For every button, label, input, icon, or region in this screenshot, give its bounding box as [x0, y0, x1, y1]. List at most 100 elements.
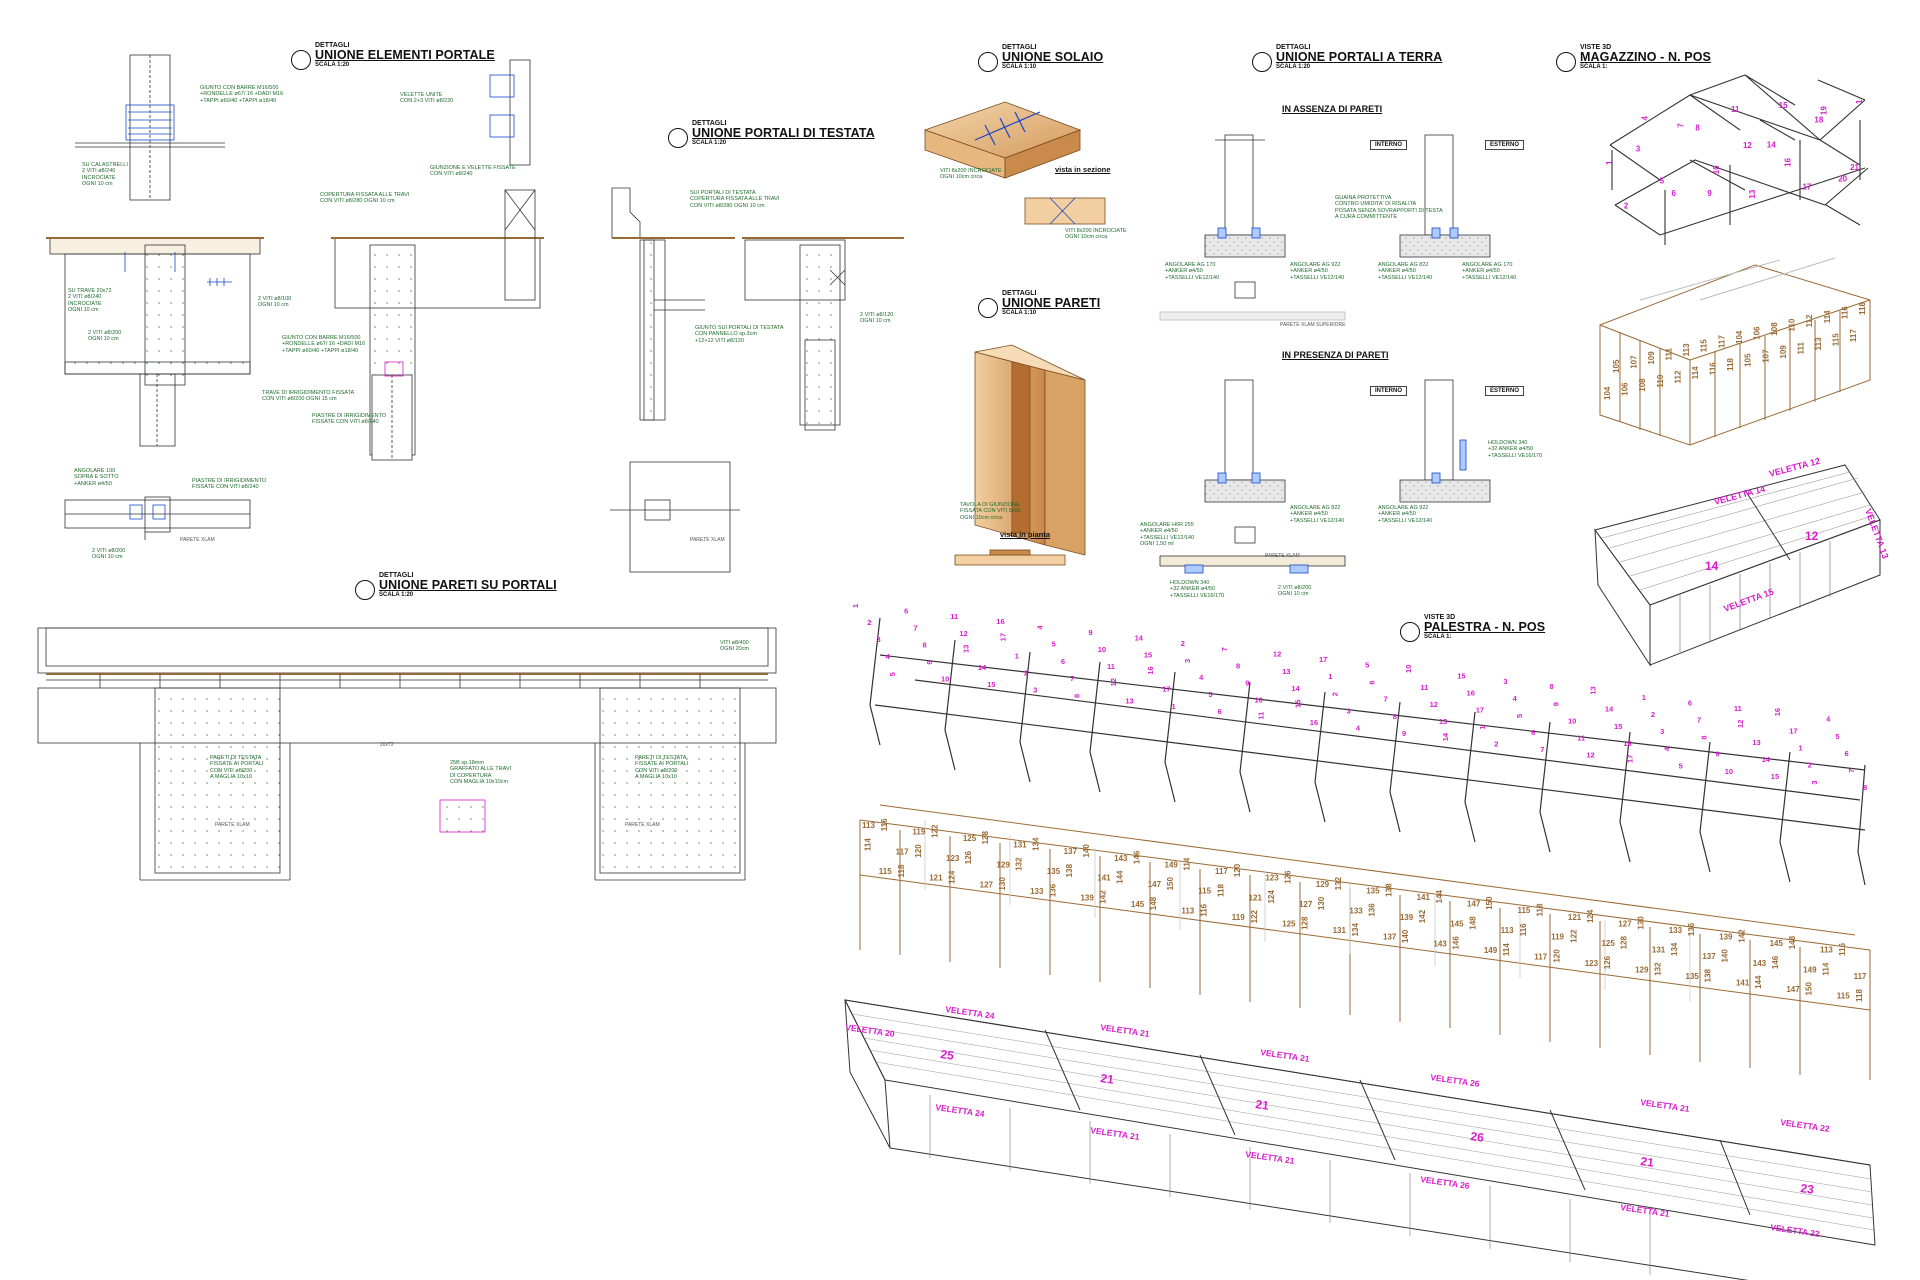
- title-text: PALESTRA - N. POS: [1424, 620, 1546, 635]
- pos-number: 120: [914, 844, 923, 858]
- pos-number: 150: [1805, 982, 1814, 996]
- pos-number: 117: [1534, 952, 1547, 961]
- pos-number: VELETTA 26: [1430, 1072, 1481, 1089]
- pos-number: 11: [1257, 712, 1266, 720]
- pos-number: 124: [1267, 890, 1276, 904]
- pos-number: 3: [1660, 727, 1664, 736]
- pos-number: 2: [1330, 692, 1339, 696]
- pos-number: 128: [981, 830, 990, 844]
- pos-number: 124: [1586, 909, 1595, 923]
- pos-number: 137: [1383, 933, 1397, 942]
- label-parete-xlam: PARETE XLAM: [1265, 553, 1300, 559]
- pos-number: 1: [1642, 693, 1646, 702]
- pos-number: 116: [1838, 942, 1847, 955]
- pos-number: 12: [1743, 141, 1752, 150]
- pos-number: 10: [1712, 165, 1721, 174]
- pos-number: 132: [1015, 857, 1024, 871]
- pos-number: 5: [1679, 761, 1683, 770]
- pos-number: 139: [1080, 893, 1094, 902]
- pos-number: 19: [1819, 106, 1828, 115]
- pos-number: 114: [1823, 310, 1832, 323]
- label-esterno: ESTERNO: [1485, 140, 1525, 150]
- pos-number: 119: [912, 828, 925, 837]
- pos-number: 121: [1568, 913, 1582, 922]
- pos-number: 21: [1255, 1097, 1270, 1113]
- pos-number: 17: [1789, 726, 1797, 735]
- pos-number: 112: [1673, 370, 1682, 383]
- pos-number: 149: [1484, 946, 1498, 955]
- pos-number: 133: [1349, 906, 1363, 915]
- pos-number: 109: [1647, 351, 1656, 365]
- pos-number: 8: [1695, 124, 1700, 133]
- pos-number: VELETTA 24: [935, 1102, 986, 1119]
- label-parete-xlam: PARETE XLAM: [625, 822, 660, 828]
- pos-number: VELETTA 21: [1260, 1047, 1311, 1064]
- pos-number: 8: [1550, 682, 1554, 691]
- note: ANGOLARE AG 170 +ANKER ø4/50 +TASSELLI V…: [1165, 262, 1220, 281]
- title-text: UNIONE ELEMENTI PORTALE: [315, 48, 495, 63]
- pos-number: 4: [1035, 625, 1044, 630]
- note: PARETI DI TESTATA FISSATE AI PORTALI CON…: [210, 755, 264, 780]
- note: GIUNZIONE E VELETTE FISSATE CON VITI ø8/…: [430, 165, 516, 178]
- title-scale: SCALA 1:20: [315, 62, 350, 69]
- title-kicker: DETTAGLI: [692, 120, 727, 127]
- pos-number: 7: [1384, 695, 1388, 704]
- pos-number: 146: [1452, 936, 1461, 950]
- pos-number: 2: [1624, 202, 1629, 211]
- pos-number: 126: [1603, 955, 1612, 969]
- note: PIASTRE DI IRRIGIDIMENTO FISSATE CON VIT…: [192, 478, 267, 491]
- pos-number: 113: [1820, 946, 1833, 955]
- pos-number: 136: [1368, 903, 1377, 917]
- pos-number: 147: [1467, 900, 1481, 909]
- title-kicker: DETTAGLI: [315, 42, 350, 49]
- pos-number: 144: [1754, 975, 1763, 989]
- pos-number: 9: [1707, 189, 1712, 198]
- pos-number: 1: [1328, 672, 1332, 681]
- pos-number: 2: [1808, 761, 1812, 770]
- palestra-frame-3d: [869, 617, 1866, 886]
- pos-number: 13: [1589, 686, 1598, 694]
- pos-number: 3: [1636, 145, 1641, 154]
- pos-number: 1: [1171, 702, 1175, 711]
- pos-number: 143: [1433, 939, 1447, 948]
- pos-number: 127: [1618, 919, 1632, 928]
- pos-number: 146: [1132, 850, 1141, 864]
- pos-number: 111: [1796, 341, 1805, 354]
- title-block-terra: DETTAGLI UNIONE PORTALI A TERRA SCALA 1:…: [1276, 44, 1442, 71]
- pos-number: 15: [987, 680, 995, 689]
- note: VITI ø8/400 OGNI 20cm: [720, 640, 750, 653]
- pos-number: 149: [1165, 860, 1179, 869]
- note: SU CALASTRELLI 2 VITI ø8/240 INCROCIATE …: [82, 162, 128, 187]
- pos-number: 1: [1855, 99, 1864, 104]
- pos-number: 117: [1717, 335, 1726, 348]
- pos-number: 4: [1356, 723, 1361, 732]
- detail-unione-elementi-portale: [46, 54, 544, 540]
- pos-number: 122: [1250, 909, 1259, 923]
- title-scale: SCALA 1:10: [1002, 64, 1037, 71]
- pos-number: 11: [1734, 704, 1742, 713]
- pos-number: 4: [1199, 673, 1204, 682]
- title-kicker: DETTAGLI: [379, 572, 414, 579]
- pos-number: 21: [1850, 163, 1859, 172]
- pos-number: 10: [1404, 665, 1413, 673]
- pos-number: 136: [1048, 883, 1057, 897]
- pos-number: 125: [963, 834, 977, 843]
- title-scale: SCALA 1:20: [692, 140, 727, 147]
- pos-number: 13: [1439, 717, 1447, 726]
- pos-number: 4: [1513, 694, 1518, 703]
- pos-number: VELETTA 15: [1722, 587, 1775, 614]
- pos-number: 125: [1601, 939, 1615, 948]
- pos-number: VELETTA 12: [1768, 456, 1821, 479]
- pos-number: 7: [1847, 769, 1856, 773]
- pos-number: 142: [1418, 909, 1427, 923]
- pos-number: 9: [1552, 702, 1561, 706]
- pos-number: 13: [962, 645, 971, 653]
- caption-assenza: IN ASSENZA DI PARETI: [1282, 104, 1383, 114]
- pos-number: 15: [1294, 700, 1303, 708]
- pos-number: 1: [1798, 743, 1802, 752]
- detail-unione-portali-testata: [610, 187, 904, 573]
- pos-number: 143: [1753, 959, 1767, 968]
- magazzino-walls-3d: [1599, 257, 1871, 446]
- pos-number: 2: [1494, 740, 1498, 749]
- pos-number: 17: [1625, 755, 1634, 763]
